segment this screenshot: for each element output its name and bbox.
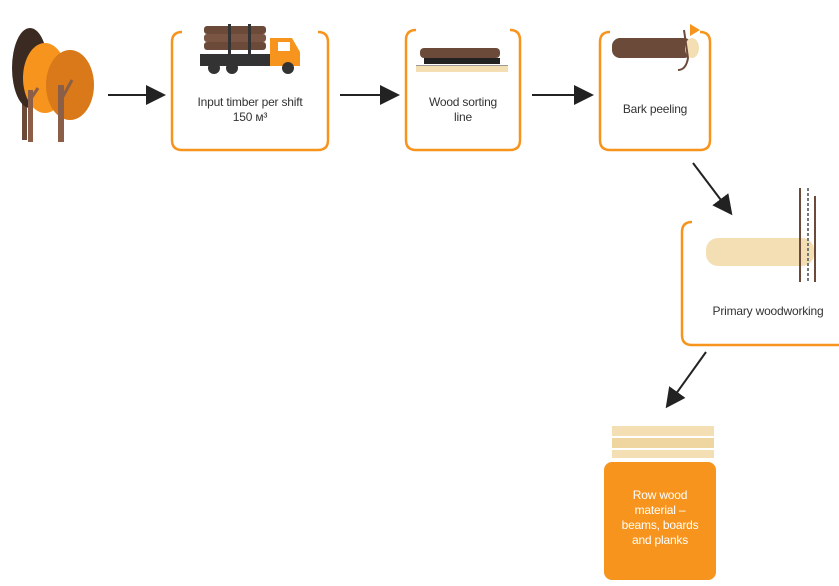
box-input-timber [170, 30, 330, 152]
input-timber-label: Input timber per shift 150 м³ [180, 95, 320, 125]
box-primary-woodworking [680, 220, 839, 347]
raw-wood-line-3: beams, boards [621, 518, 699, 532]
arrow-primary-to-raw [665, 351, 707, 409]
raw-wood-line-4: and planks [631, 533, 689, 547]
box-raw-wood [604, 462, 716, 580]
wood-sorting-line-1: Wood sorting [428, 95, 498, 109]
arrow-bark-to-primary [692, 162, 733, 216]
wood-planks-icon [612, 426, 714, 458]
input-timber-line-1: Input timber per shift [197, 95, 303, 109]
raw-wood-line-2: material – [634, 503, 686, 517]
input-timber-line-2: 150 м³ [232, 110, 268, 124]
box-bark-peeling [598, 30, 712, 152]
box-wood-sorting [404, 28, 522, 152]
bark-peeling-log-icon [612, 24, 700, 71]
raw-wood-line-1: Row wood [632, 488, 688, 502]
primary-woodworking-label: Primary woodworking [700, 304, 836, 319]
bark-peeling-label: Bark peeling [604, 102, 706, 117]
conveyor-logs-icon [416, 48, 508, 72]
raw-wood-label: Row wood material – beams, boards and pl… [606, 488, 714, 548]
wood-sorting-line-2: line [454, 110, 472, 124]
wood-sorting-label: Wood sorting line [410, 95, 516, 125]
bark-peeling-line-1: Bark peeling [622, 102, 688, 116]
saw-log-icon [706, 188, 816, 282]
trees-icon [12, 28, 94, 142]
timber-truck-icon [200, 24, 300, 74]
primary-woodworking-line-1: Primary woodworking [712, 304, 824, 318]
